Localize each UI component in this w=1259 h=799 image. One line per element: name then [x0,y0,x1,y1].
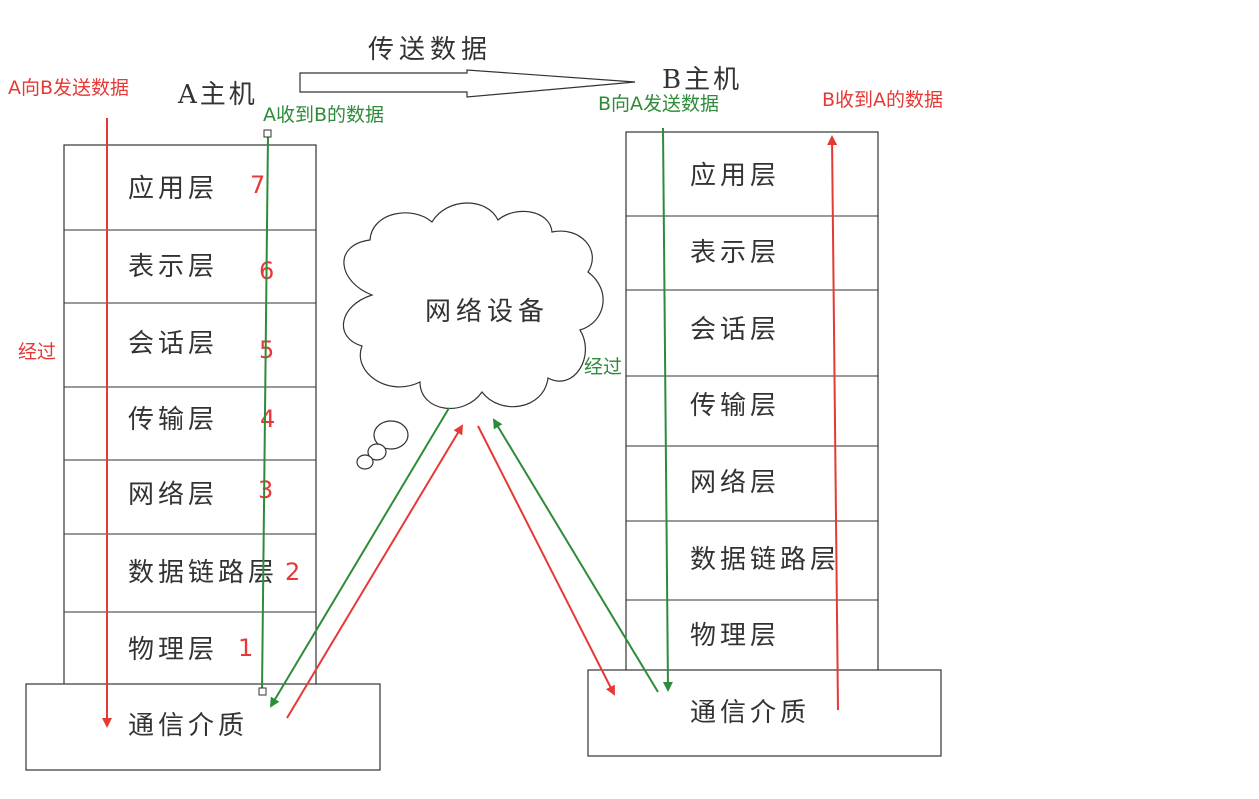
selection-handle [263,129,272,138]
host-b-layer-presentation: 表示层 [690,238,780,268]
host-b-medium-label: 通信介质 [690,698,810,728]
host-a-layer-datalink: 数据链路层 [128,558,278,588]
host-a-stack: 应用层 表示层 会话层 传输层 网络层 数据链路层 物理层 7 6 5 4 3 … [63,144,317,686]
green-b-to-cloud-arrow [492,418,659,693]
cloud-bubble [373,420,409,450]
red-cloud-to-b-arrow [477,425,615,696]
a-receive-label: A收到B的数据 [263,104,384,126]
host-b-layer-network: 网络层 [690,468,780,498]
layer-number-3: 3 [258,476,273,504]
host-a-layer-session: 会话层 [128,329,218,359]
via-right-label: 经过 [584,356,622,378]
a-receive-line [261,133,269,693]
host-b-stack: 应用层 表示层 会话层 传输层 网络层 数据链路层 物理层 [625,131,879,673]
layer-number-1: 1 [238,634,253,662]
host-a-layer-application: 应用层 [128,174,218,204]
cloud-label: 网络设备 [425,297,549,327]
b-receive-label: B收到A的数据 [822,89,943,111]
host-b-layer-application: 应用层 [690,161,780,191]
layer-number-4: 4 [260,405,275,433]
layer-number-7: 7 [250,171,265,199]
cloud-bubble [356,454,374,470]
host-a-title: A主机 [177,80,258,110]
host-b-medium-box [587,669,942,757]
b-send-arrow [662,127,673,692]
a-send-label: A向B发送数据 [8,77,129,99]
green-cloud-to-a-arrow [269,407,450,708]
layer-number-2: 2 [285,558,300,586]
host-a-layer-physical: 物理层 [128,635,218,665]
cloud-shape [343,202,604,409]
b-send-label: B向A发送数据 [598,93,719,115]
red-medium-to-cloud-arrow [286,424,464,719]
b-receive-arrow [827,135,839,711]
network-cloud: 网络设备 [343,202,604,470]
host-a-medium-box [25,683,381,771]
selection-handle [258,687,267,696]
transfer-label: 传送数据 [368,35,492,65]
host-b-layer-session: 会话层 [690,315,780,345]
host-a-medium-label: 通信介质 [128,711,248,741]
host-a-layer-network: 网络层 [128,480,218,510]
cloud-bubble [367,443,387,461]
host-b-layer-datalink: 数据链路层 [690,545,840,575]
host-b-layer-transport: 传输层 [690,391,780,421]
via-left-label: 经过 [18,341,56,363]
transfer-arrow [299,69,636,98]
host-a-layer-transport: 传输层 [128,405,218,435]
host-b-title: B主机 [662,65,742,95]
host-b-layer-physical: 物理层 [690,621,780,651]
host-a-layer-presentation: 表示层 [128,252,218,282]
